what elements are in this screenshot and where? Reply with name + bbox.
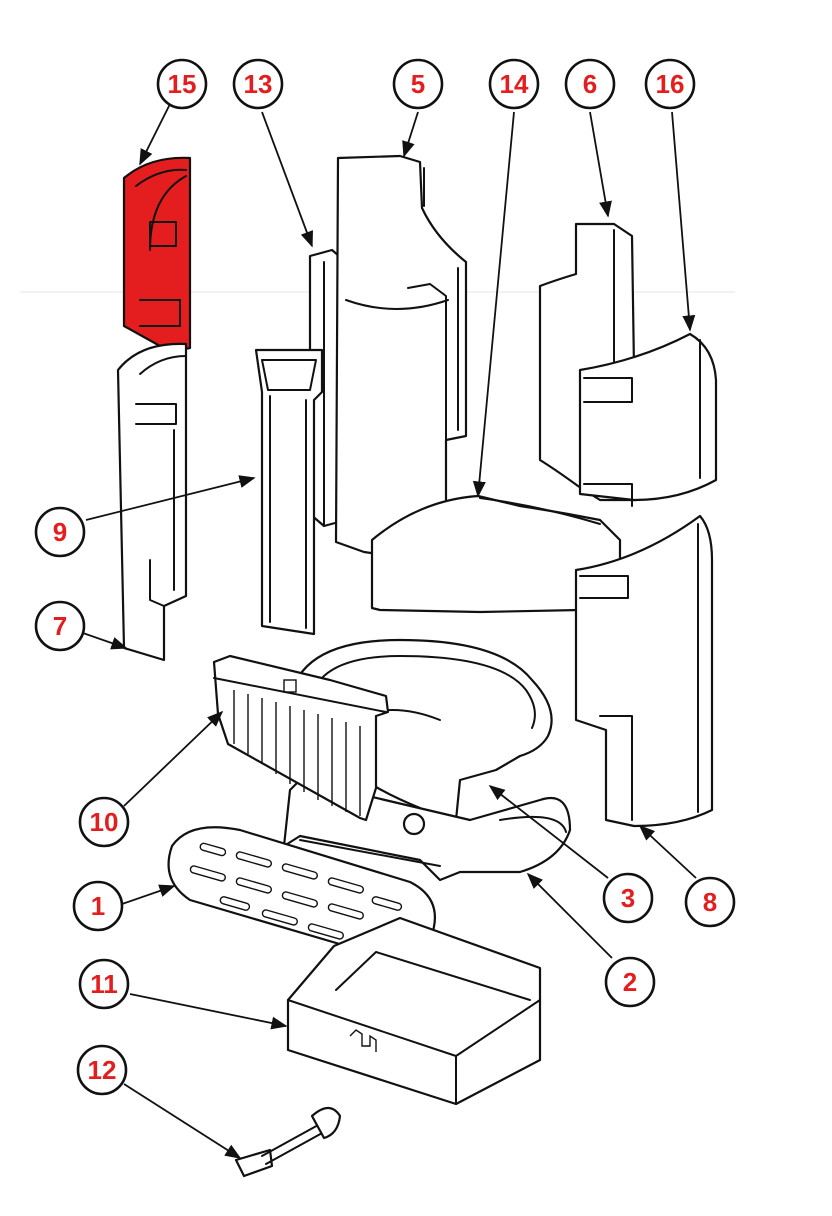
leader-15 <box>139 99 173 166</box>
part-12-shaft <box>261 1123 321 1157</box>
part-8-detail <box>579 575 629 599</box>
part-1-slots <box>189 842 403 940</box>
part-5-detail <box>345 299 449 310</box>
part-10-detail <box>213 677 387 713</box>
callout-8[interactable]: 8 <box>684 876 736 928</box>
part-2-knob <box>402 812 426 836</box>
svg-text:2: 2 <box>623 967 637 997</box>
part-7-detail <box>149 559 165 607</box>
svg-text:8: 8 <box>703 887 717 917</box>
leader-5 <box>402 111 419 158</box>
part-8-lower-curved-liner[interactable] <box>574 514 714 828</box>
part-12-tool[interactable] <box>234 1106 342 1178</box>
part-15-detail <box>135 168 187 187</box>
part-12-shaft <box>265 1131 325 1165</box>
svg-text:13: 13 <box>244 69 273 99</box>
callout-10[interactable]: 10 <box>78 796 130 848</box>
callout-12[interactable]: 12 <box>76 1044 128 1096</box>
part-11-top <box>286 916 542 1106</box>
svg-text:15: 15 <box>168 69 197 99</box>
callout-16[interactable]: 16 <box>644 58 696 110</box>
part-10-bars <box>233 690 361 816</box>
leader-2 <box>526 872 613 959</box>
svg-text:9: 9 <box>53 517 67 547</box>
part-7-detail <box>135 403 177 425</box>
part-14-detail <box>479 497 601 525</box>
part-15-detail <box>139 299 181 327</box>
leader-13 <box>261 111 313 248</box>
svg-text:11: 11 <box>90 969 118 999</box>
callout-6[interactable]: 6 <box>564 58 616 110</box>
svg-text:7: 7 <box>53 611 67 641</box>
leader-11 <box>129 993 288 1030</box>
part-3-detail <box>309 655 536 729</box>
part-7-shape <box>116 342 188 662</box>
svg-text:5: 5 <box>411 69 425 99</box>
callout-11[interactable]: 11 <box>78 958 130 1010</box>
leader-12 <box>123 1083 242 1159</box>
leader-1 <box>121 884 176 905</box>
part-2-detail <box>499 815 567 833</box>
leader-6 <box>589 111 612 218</box>
callout-1[interactable]: 1 <box>72 880 124 932</box>
callout-2[interactable]: 2 <box>604 956 656 1008</box>
part-9-detail <box>261 359 317 391</box>
part-9-shape <box>254 348 324 636</box>
part-11-ash-drawer[interactable] <box>286 916 542 1106</box>
callout-7[interactable]: 7 <box>34 600 86 652</box>
part-3-shape <box>288 638 553 824</box>
leader-7 <box>79 631 128 650</box>
part-16-shape <box>578 332 718 502</box>
part-10-front-grate[interactable] <box>212 654 390 822</box>
callout-14[interactable]: 14 <box>488 58 540 110</box>
part-7-lower-side-liner[interactable] <box>116 342 188 662</box>
svg-text:16: 16 <box>656 69 685 99</box>
leader-lines <box>79 99 697 1159</box>
part-15-detail <box>149 175 187 251</box>
svg-text:14: 14 <box>500 69 529 99</box>
svg-text:12: 12 <box>88 1055 117 1085</box>
svg-text:10: 10 <box>90 807 119 837</box>
callout-15[interactable]: 15 <box>156 58 208 110</box>
part-16-detail <box>583 377 633 403</box>
part-15-upper-side-liner[interactable] <box>122 156 192 351</box>
part-11-inner <box>335 951 531 1001</box>
leader-14 <box>472 111 515 498</box>
part-10-latch <box>283 679 297 693</box>
part-10-shape <box>212 654 390 822</box>
part-9-baffle-plate[interactable] <box>254 348 324 636</box>
part-8-detail <box>599 715 633 821</box>
callout-13[interactable]: 13 <box>232 58 284 110</box>
leader-9 <box>85 475 256 521</box>
svg-text:6: 6 <box>583 69 597 99</box>
svg-text:1: 1 <box>91 891 105 921</box>
callout-9[interactable]: 9 <box>34 506 86 558</box>
leader-8 <box>638 824 697 879</box>
leader-10 <box>123 710 224 807</box>
callout-5[interactable]: 5 <box>392 58 444 110</box>
callout-3[interactable]: 3 <box>602 872 654 924</box>
part-5-detail <box>407 283 447 557</box>
part-2-detail <box>299 839 441 867</box>
part-5-rear-brick[interactable] <box>334 154 468 580</box>
part-16-detail <box>583 483 633 507</box>
leader-16 <box>671 111 696 332</box>
part-16-upper-curved-liner[interactable] <box>578 332 718 507</box>
leader-3 <box>488 785 609 879</box>
callouts: 15 13 5 14 6 16 9 7 10 1 3 8 11 2 12 <box>34 58 736 1096</box>
part-12-head <box>310 1106 342 1140</box>
svg-text:3: 3 <box>621 883 635 913</box>
part-7-detail <box>139 355 187 375</box>
part-11-handle <box>349 1029 377 1052</box>
